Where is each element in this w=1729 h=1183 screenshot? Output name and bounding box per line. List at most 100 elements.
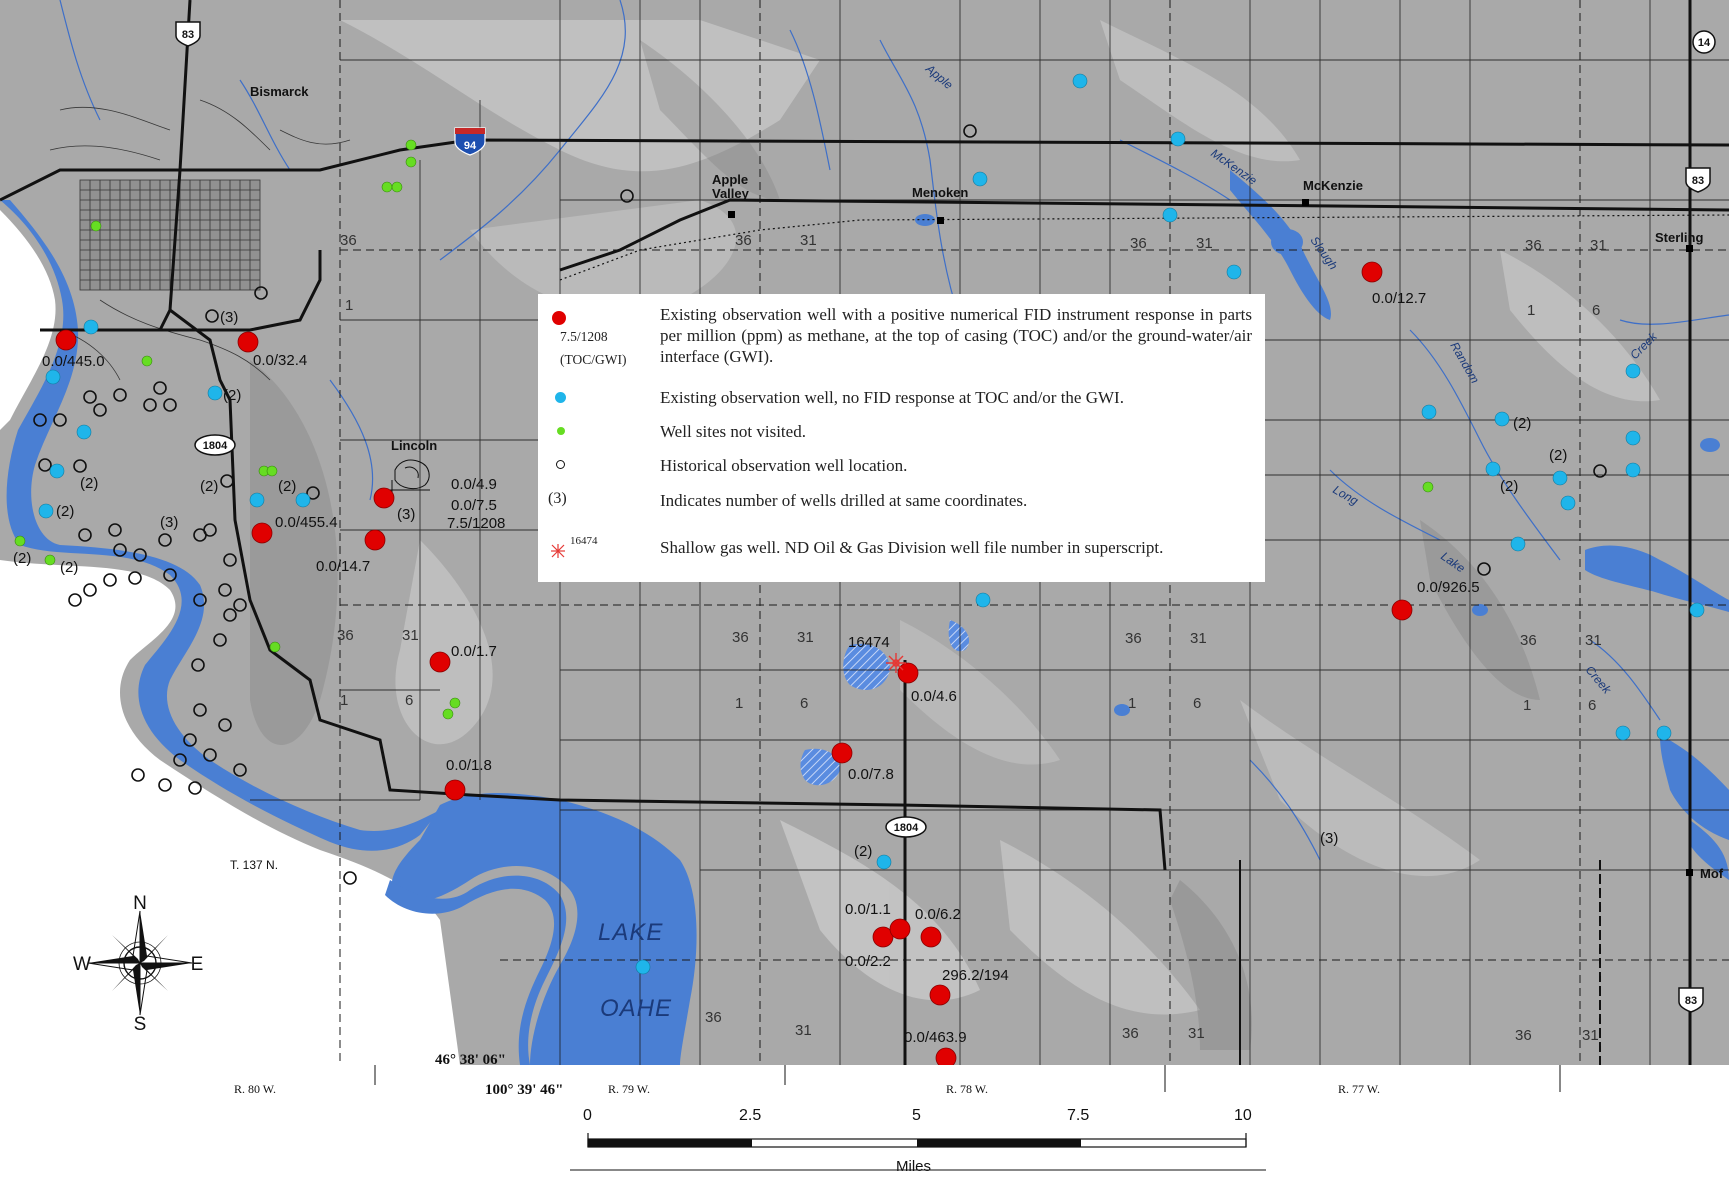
nd1804-shield-west[interactable]: 1804 [194, 434, 236, 456]
no-response-well[interactable] [1162, 207, 1178, 223]
historical-well[interactable] [254, 286, 268, 300]
positive-well[interactable] [872, 926, 894, 948]
historical-well[interactable] [218, 583, 232, 597]
historical-well[interactable] [153, 381, 167, 395]
historical-well[interactable] [1593, 464, 1607, 478]
historical-well[interactable] [220, 474, 234, 488]
historical-well[interactable] [193, 703, 207, 717]
historical-well[interactable] [218, 718, 232, 732]
no-response-well[interactable] [1072, 73, 1088, 89]
historical-well[interactable] [343, 871, 357, 885]
no-response-well[interactable] [1560, 495, 1576, 511]
historical-well[interactable] [163, 398, 177, 412]
no-response-well[interactable] [1170, 131, 1186, 147]
historical-well[interactable] [203, 748, 217, 762]
nd1804-shield-south[interactable]: 1804 [885, 816, 927, 838]
historical-well[interactable] [103, 573, 117, 587]
historical-well[interactable] [620, 189, 634, 203]
positive-well[interactable] [889, 918, 911, 940]
no-response-well[interactable] [249, 492, 265, 508]
historical-well[interactable] [205, 309, 219, 323]
historical-well[interactable] [158, 778, 172, 792]
no-response-well[interactable] [1226, 264, 1242, 280]
positive-well[interactable] [444, 779, 466, 801]
historical-well[interactable] [38, 458, 52, 472]
us83-shield-north[interactable]: 83 [175, 21, 201, 47]
positive-well[interactable] [55, 329, 77, 351]
no-response-well[interactable] [45, 369, 61, 385]
no-response-well[interactable] [1552, 470, 1568, 486]
not-visited-well[interactable] [405, 156, 417, 168]
positive-well[interactable] [237, 331, 259, 353]
no-response-well[interactable] [1625, 363, 1641, 379]
positive-well[interactable] [251, 522, 273, 544]
historical-well[interactable] [223, 608, 237, 622]
historical-well[interactable] [233, 763, 247, 777]
historical-well[interactable] [173, 753, 187, 767]
historical-well[interactable] [128, 571, 142, 585]
no-response-well[interactable] [975, 592, 991, 608]
historical-well[interactable] [193, 593, 207, 607]
no-response-well[interactable] [1625, 462, 1641, 478]
not-visited-well[interactable] [44, 554, 56, 566]
historical-well[interactable] [143, 398, 157, 412]
historical-well[interactable] [158, 533, 172, 547]
historical-well[interactable] [68, 593, 82, 607]
not-visited-well[interactable] [14, 535, 26, 547]
historical-well[interactable] [113, 388, 127, 402]
not-visited-well[interactable] [442, 708, 454, 720]
historical-well[interactable] [78, 528, 92, 542]
no-response-well[interactable] [83, 319, 99, 335]
not-visited-well[interactable] [381, 181, 393, 193]
positive-well[interactable] [920, 926, 942, 948]
no-response-well[interactable] [635, 959, 651, 975]
positive-well[interactable] [373, 487, 395, 509]
no-response-well[interactable] [1510, 536, 1526, 552]
no-response-well[interactable] [207, 385, 223, 401]
no-response-well[interactable] [876, 854, 892, 870]
historical-well[interactable] [113, 543, 127, 557]
positive-well[interactable] [929, 984, 951, 1006]
not-visited-well[interactable] [391, 181, 403, 193]
not-visited-well[interactable] [266, 465, 278, 477]
historical-well[interactable] [131, 768, 145, 782]
no-response-well[interactable] [1421, 404, 1437, 420]
no-response-well[interactable] [1625, 430, 1641, 446]
no-response-well[interactable] [1494, 411, 1510, 427]
positive-well[interactable] [831, 742, 853, 764]
no-response-well[interactable] [295, 492, 311, 508]
not-visited-well[interactable] [90, 220, 102, 232]
historical-well[interactable] [963, 124, 977, 138]
nd14-shield[interactable]: 14 [1692, 30, 1716, 54]
positive-well[interactable] [897, 662, 919, 684]
historical-well[interactable] [33, 413, 47, 427]
no-response-well[interactable] [972, 171, 988, 187]
historical-well[interactable] [53, 413, 67, 427]
historical-well[interactable] [73, 459, 87, 473]
historical-well[interactable] [1477, 562, 1491, 576]
gas-well-marker[interactable] [886, 653, 906, 673]
not-visited-well[interactable] [269, 641, 281, 653]
historical-well[interactable] [83, 390, 97, 404]
historical-well[interactable] [213, 633, 227, 647]
historical-well[interactable] [191, 658, 205, 672]
not-visited-well[interactable] [405, 139, 417, 151]
no-response-well[interactable] [49, 463, 65, 479]
not-visited-well[interactable] [141, 355, 153, 367]
historical-well[interactable] [108, 523, 122, 537]
positive-well[interactable] [429, 651, 451, 673]
historical-well[interactable] [203, 523, 217, 537]
no-response-well[interactable] [1689, 602, 1705, 618]
no-response-well[interactable] [1615, 725, 1631, 741]
no-response-well[interactable] [76, 424, 92, 440]
historical-well[interactable] [83, 583, 97, 597]
historical-well[interactable] [188, 781, 202, 795]
historical-well[interactable] [133, 548, 147, 562]
historical-well[interactable] [233, 598, 247, 612]
i94-shield[interactable]: 94 [454, 127, 486, 156]
positive-well[interactable] [1391, 599, 1413, 621]
historical-well[interactable] [223, 553, 237, 567]
no-response-well[interactable] [1656, 725, 1672, 741]
historical-well[interactable] [93, 403, 107, 417]
